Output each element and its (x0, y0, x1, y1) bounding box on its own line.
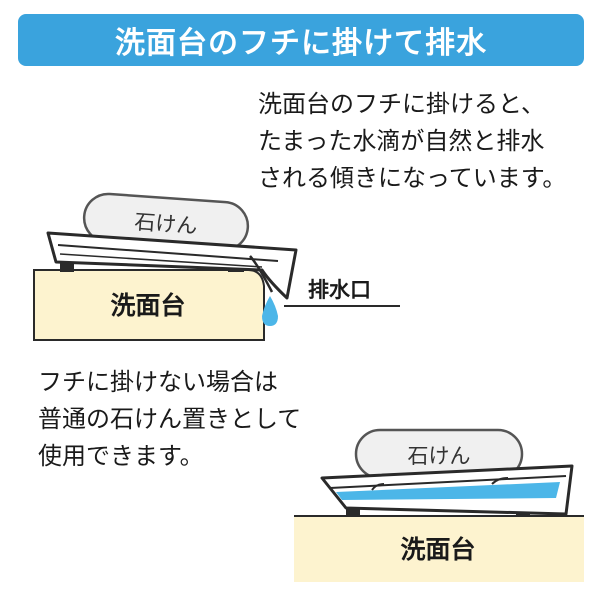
description-top-line: される傾きになっています。 (258, 164, 567, 192)
soap-label-top: 石けん (134, 210, 199, 238)
soap-dish-top (46, 231, 298, 300)
description-bottom-line: 普通の石けん置きとして (38, 405, 302, 433)
drain-label: 排水口 (308, 278, 371, 302)
description-top: 洗面台のフチに掛けると、 たまった水滴が自然と排水 される傾きになっています。 (258, 86, 566, 197)
soap-dish-bottom (320, 464, 574, 516)
tray-foot (228, 258, 244, 272)
tray-foot (60, 256, 74, 272)
water-drop-icon (262, 296, 278, 326)
diagram-bottom: 洗面台 石けん (294, 428, 584, 582)
description-bottom: フチに掛けない場合は 普通の石けん置きとして 使用できます。 (38, 364, 301, 475)
soap-bar-bottom: 石けん (354, 428, 524, 480)
sink-label-bottom: 洗面台 (400, 535, 475, 564)
sink-label-top: 洗面台 (110, 291, 185, 320)
sink-counter-bottom (294, 516, 584, 582)
tray-foot (516, 500, 530, 516)
title-banner: 洗面台のフチに掛けて排水 (18, 14, 584, 66)
soap-bar-top: 石けん (82, 192, 250, 252)
description-bottom-line: 使用できます。 (38, 442, 204, 470)
tray-foot (346, 504, 360, 516)
sink-counter-top (33, 269, 265, 341)
soap-label-bottom: 石けん (408, 444, 471, 468)
pooled-water (336, 482, 560, 500)
description-top-line: たまった水滴が自然と排水 (258, 127, 545, 155)
description-top-line: 洗面台のフチに掛けると、 (258, 90, 546, 118)
diagram-top: 洗面台 石けん 排水口 (33, 192, 400, 341)
banner-title: 洗面台のフチに掛けて排水 (115, 26, 487, 61)
description-bottom-line: フチに掛けない場合は (38, 368, 278, 396)
